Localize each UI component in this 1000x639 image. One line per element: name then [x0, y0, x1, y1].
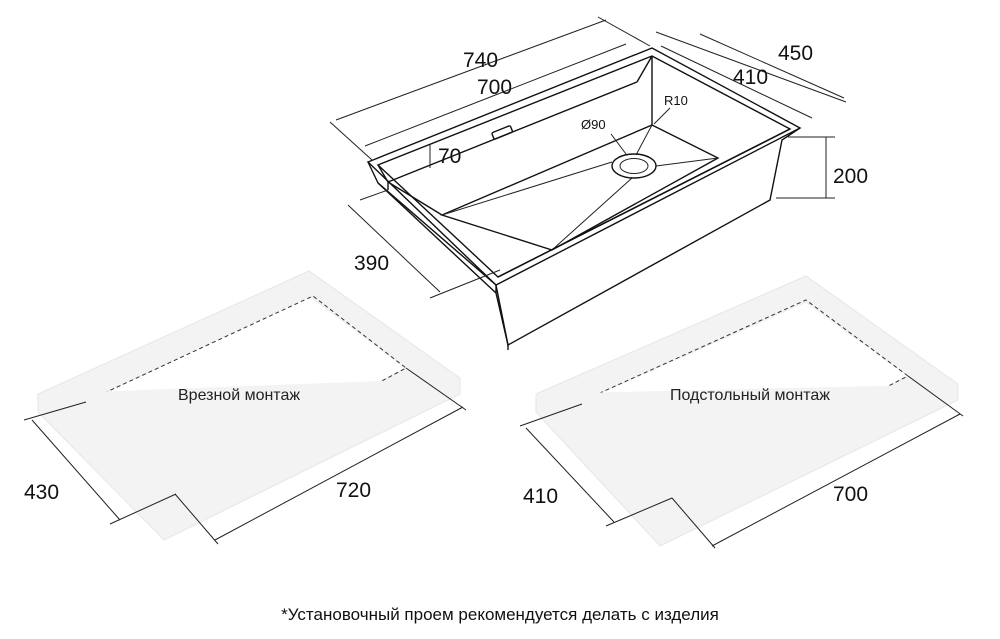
cutout-flush: Врезной монтаж 430 720: [23, 270, 467, 545]
dim-410: 410: [733, 66, 768, 89]
cutout-undermount-label: Подстольный монтаж: [670, 387, 830, 404]
sink-drawing: 740 700 450 410 200 390 70 Ø90 R10: [329, 16, 868, 350]
overflow-icon: [491, 125, 514, 140]
dim-700: 700: [477, 76, 512, 99]
dim-radius: R10: [664, 93, 688, 108]
undermount-dim-length: 700: [833, 483, 868, 506]
footnote: *Установочный проем рекомендуется делать…: [281, 605, 719, 624]
drain-outer: [611, 153, 657, 179]
cutout-undermount: Подстольный монтаж 410 700: [519, 275, 964, 549]
dim-390: 390: [354, 252, 389, 275]
dim-drain: Ø90: [581, 117, 606, 132]
flush-dim-width: 430: [24, 481, 59, 504]
dim-450: 450: [778, 42, 813, 65]
dim-740: 740: [463, 49, 498, 72]
dim-200: 200: [833, 165, 868, 188]
flush-dim-length: 720: [336, 479, 371, 502]
undermount-dim-width: 410: [523, 485, 558, 508]
cutout-flush-label: Врезной монтаж: [178, 387, 300, 404]
drain-inner: [619, 158, 649, 174]
dim-70: 70: [438, 145, 461, 168]
